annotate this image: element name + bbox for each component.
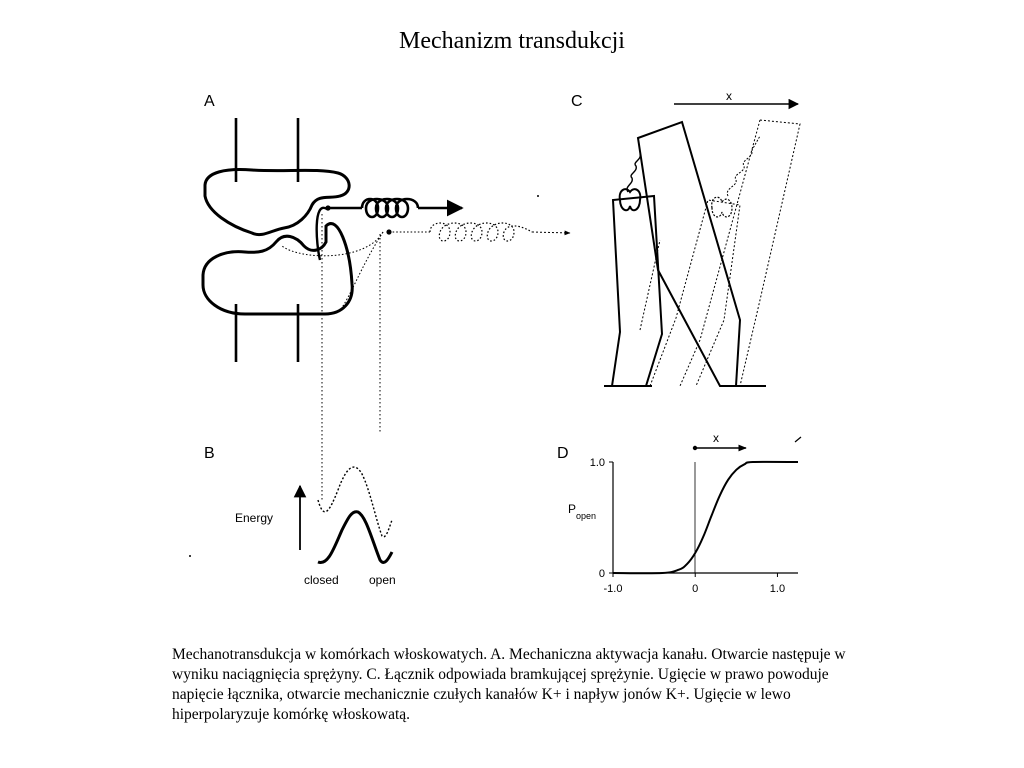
y-axis-label-sub: open [576, 511, 596, 521]
y-tick-label: 0 [599, 568, 605, 580]
gating-spring-closed [360, 197, 420, 219]
transduction-figure: A B [189, 89, 802, 595]
displacement-origin-dot [692, 445, 698, 451]
stereocilium-tall-deflected [739, 119, 801, 387]
panel-c-letter: C [571, 93, 583, 110]
x-tick-label: -1.0 [604, 583, 623, 595]
x-tick-label: 1.0 [770, 583, 785, 595]
tip-link-spring-stretched [726, 135, 761, 197]
energy-curve-dotted [317, 466, 393, 538]
panel-b: B Energy closed open [204, 445, 396, 587]
panel-a-letter: A [204, 93, 215, 110]
y-axis-label-main: P [568, 502, 576, 516]
gating-spring-stretched [429, 222, 533, 242]
channel-upper-subunit [203, 168, 351, 237]
y-ticks: 1.00 [590, 457, 613, 580]
channel-lower-subunit [201, 222, 354, 316]
popen-curve [612, 460, 799, 575]
stereocilium-deflected [649, 199, 741, 387]
page-title: Mechanizm transdukcji [399, 28, 625, 54]
energy-label: Energy [235, 511, 273, 525]
energy-curve-solid [317, 510, 394, 564]
gate-open [281, 231, 384, 257]
channel-dotted [711, 196, 733, 218]
x-ticks: -1.0 0 1.0 [604, 573, 785, 595]
channel-solid [618, 188, 642, 212]
stereocilium-short [611, 194, 664, 387]
closed-label: closed [304, 573, 339, 587]
figure-caption: Mechanotransdukcja w komórkach włoskowat… [172, 646, 846, 723]
panel-a: A [189, 93, 571, 557]
open-label: open [369, 573, 396, 587]
panel-d-x-label: x [713, 431, 719, 445]
stereocilium-tall [636, 120, 742, 387]
panel-b-letter: B [204, 445, 215, 462]
panel-c: C x [571, 89, 801, 387]
x-tick-label: 0 [692, 583, 698, 595]
gate-closed [315, 206, 328, 261]
y-tick-label: 1.0 [590, 457, 605, 469]
tip-link-spring [626, 153, 641, 193]
panel-d-letter: D [557, 445, 569, 462]
panel-c-x-label: x [726, 89, 732, 103]
membrane-lines [234, 118, 300, 362]
